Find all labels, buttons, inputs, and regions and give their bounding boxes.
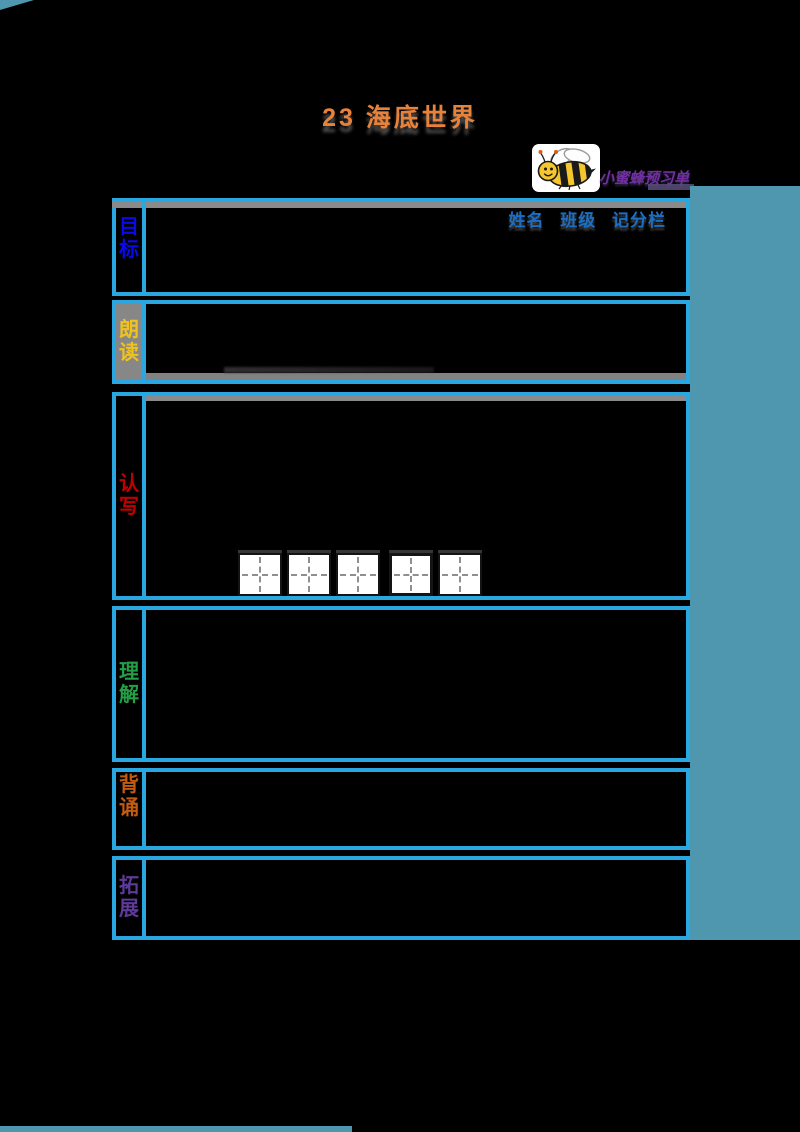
tianzige-box: [389, 553, 433, 596]
page-bottom-artifact: [0, 1126, 352, 1132]
tianzige-box: [438, 553, 482, 596]
scan-artifact: [146, 396, 686, 401]
row-content: [146, 610, 686, 758]
bee-icon: [537, 147, 596, 191]
brand-underline: [648, 184, 694, 190]
row-label: 目标: [119, 216, 139, 261]
row-content: [146, 304, 686, 380]
tianzige-box: [336, 553, 380, 596]
page-title: 23 海底世界: [322, 104, 478, 132]
row-label: 认写: [119, 473, 139, 518]
row-label-cell: 拓展: [116, 860, 146, 936]
row-label-cell: 理解: [116, 610, 146, 758]
scan-smudge: [224, 367, 434, 373]
row-label-cell: 朗读: [116, 304, 146, 380]
row-label-cell: 认写: [116, 396, 146, 596]
tianzige-box: [238, 553, 282, 596]
row-label-cell: 背诵: [116, 772, 146, 846]
row-label: 朗读: [119, 319, 139, 364]
table-row-reading: 朗读: [112, 300, 690, 384]
row-content: [146, 860, 686, 936]
page-corner-artifact: [0, 0, 34, 10]
tianzige-box: [287, 553, 331, 596]
scan-artifact: [112, 202, 686, 208]
row-label-cell: 目标: [116, 202, 146, 292]
bee-clipart: [532, 144, 600, 192]
row-label: 背诵: [119, 774, 139, 819]
row-label: 理解: [119, 661, 139, 706]
table-row-writing: 认写: [112, 392, 690, 600]
brand-text: 小蜜蜂预习单: [599, 170, 690, 187]
row-content: [146, 772, 686, 846]
row-content: 姓名 班级 记分栏: [112, 202, 686, 292]
scan-artifact: [146, 373, 686, 380]
row-label: 拓展: [119, 875, 139, 920]
name-class-score-fields: 姓名 班级 记分栏: [508, 211, 666, 230]
row-content: [146, 396, 686, 596]
table-row-goals: 目标 姓名 班级 记分栏: [112, 198, 690, 296]
side-panel: [690, 186, 800, 940]
table-row-comprehension: 理解: [112, 606, 690, 762]
table-row-extension: 拓展: [112, 856, 690, 940]
table-row-recitation: 背诵: [112, 768, 690, 850]
character-practice-boxes: [238, 553, 487, 596]
